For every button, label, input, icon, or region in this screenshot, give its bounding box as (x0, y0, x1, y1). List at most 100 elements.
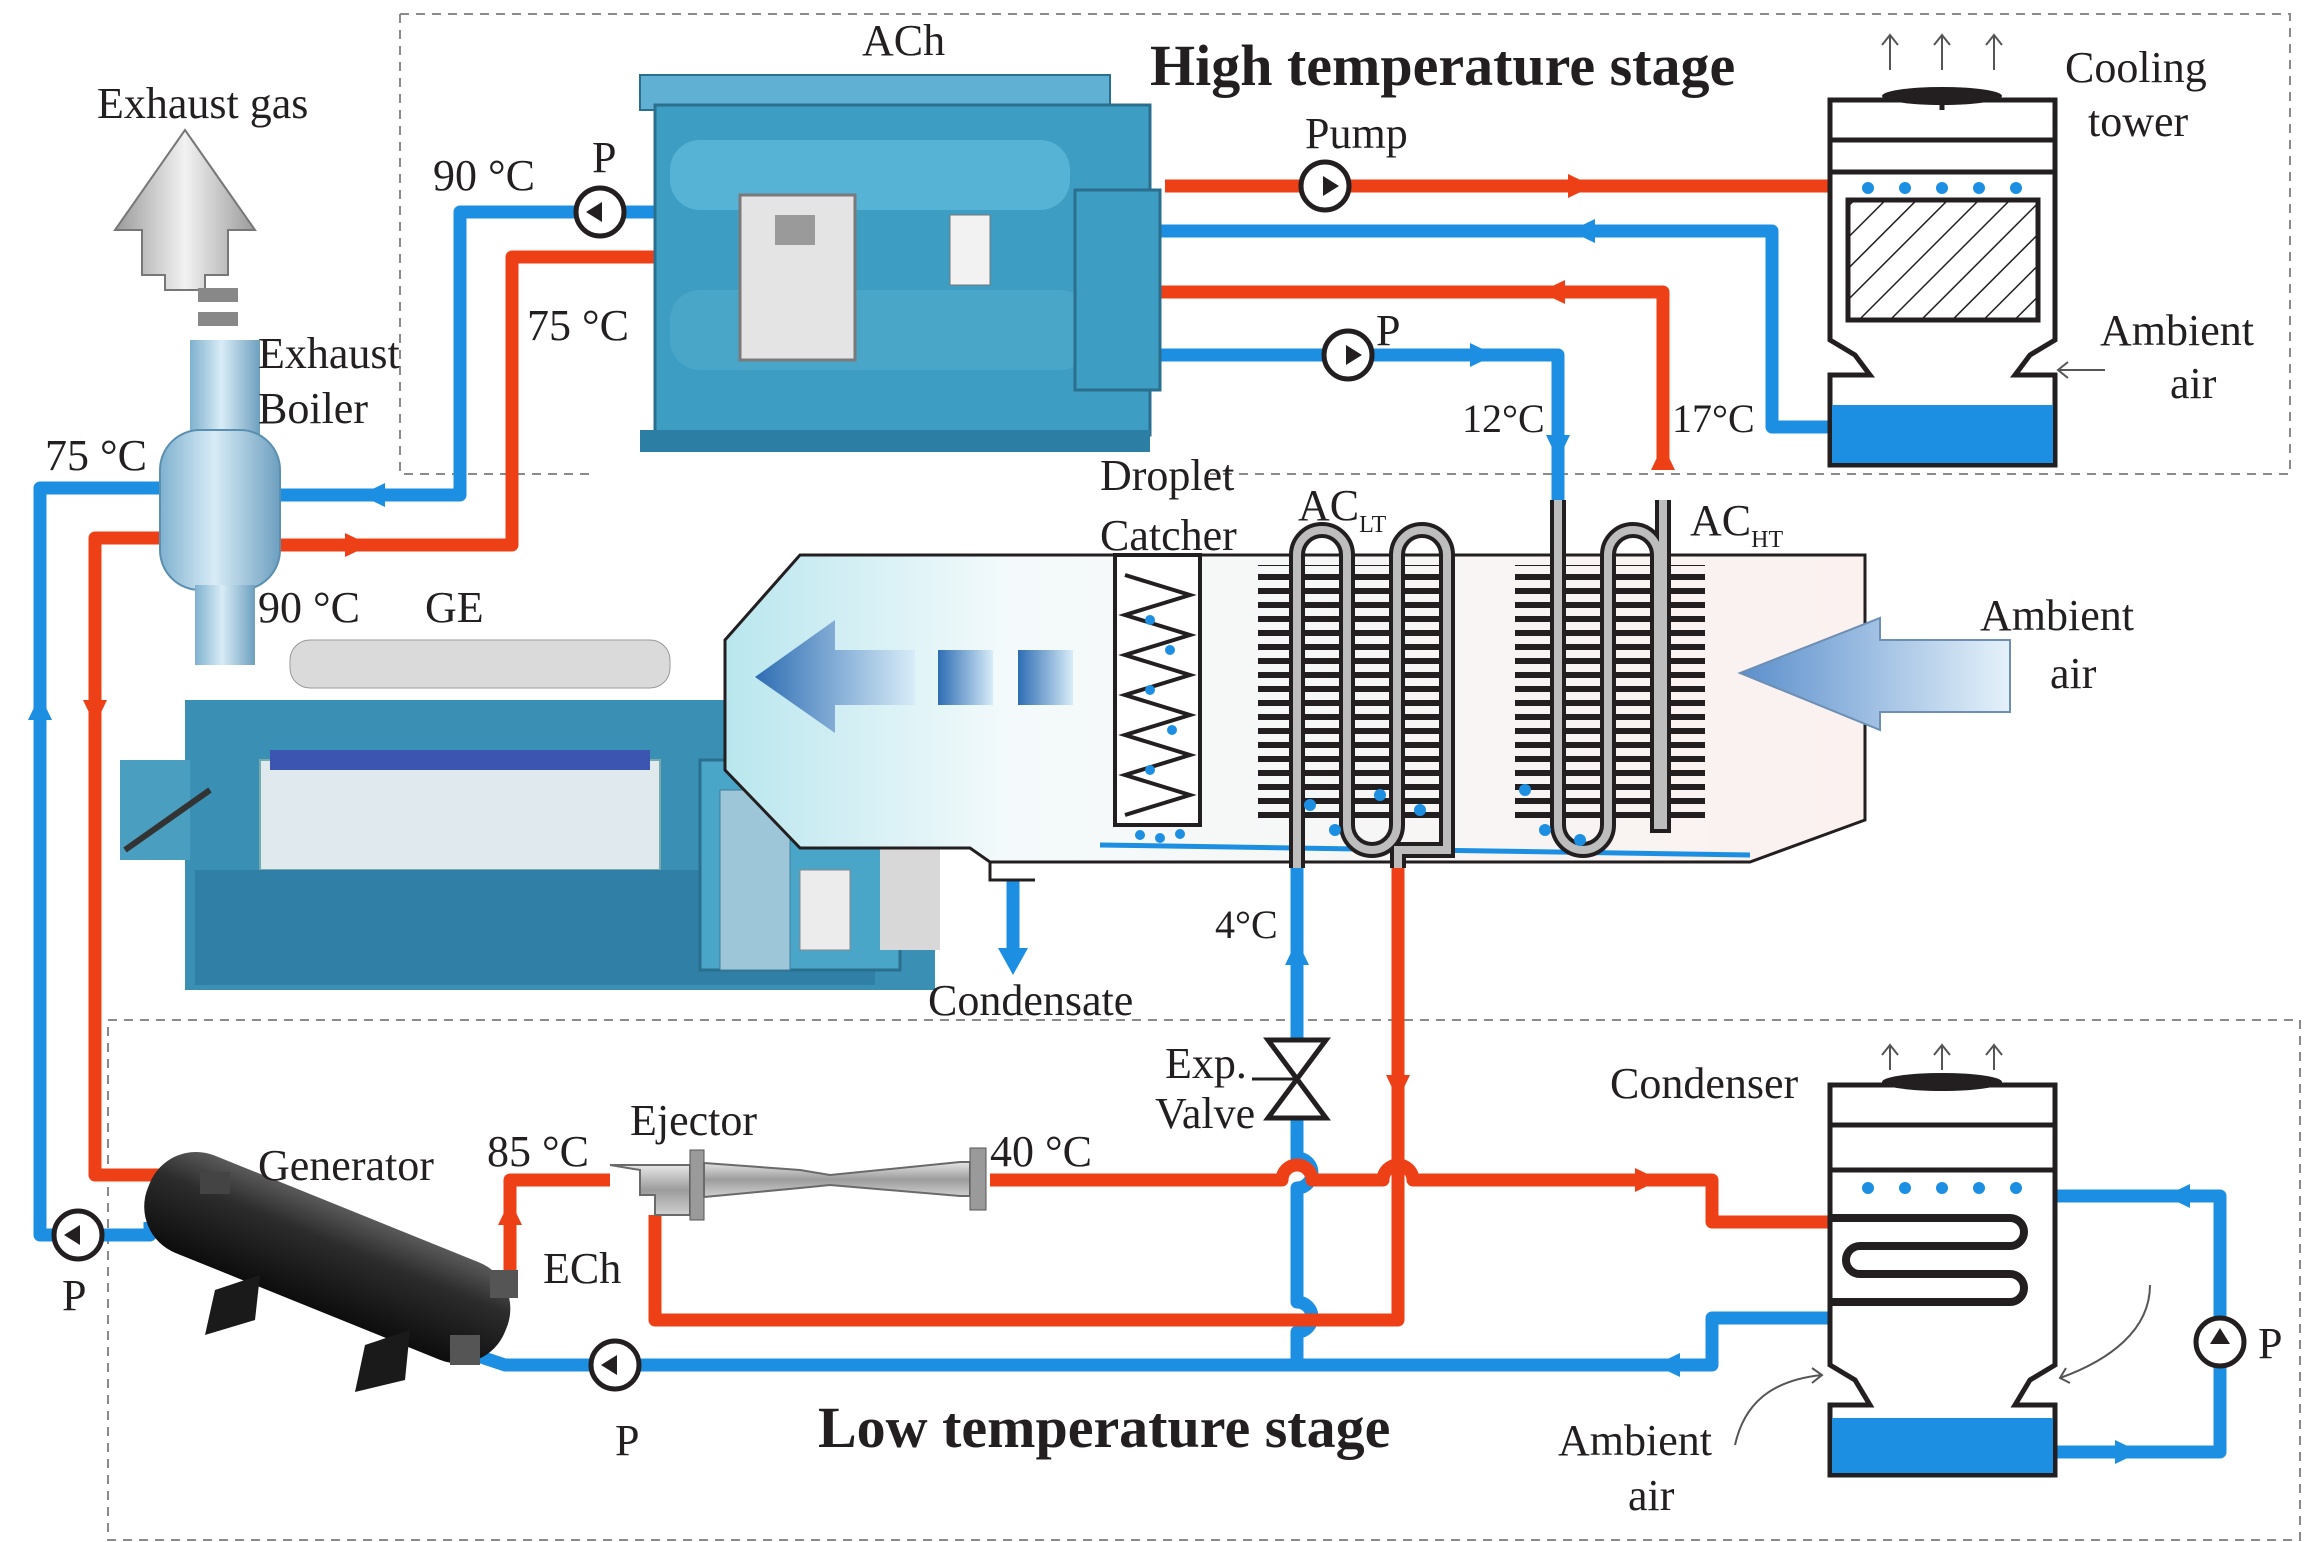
condenser-unit (1827, 1073, 2058, 1478)
duct-flow-arrow (755, 620, 915, 733)
ejector-flange-right (969, 1147, 987, 1211)
tower-exhaust-arrow-2 (1933, 33, 1951, 70)
arrow-up-left (28, 695, 52, 720)
temp-12c: 12°C (1462, 396, 1545, 441)
ge-control-box (799, 869, 851, 951)
tower-drop-1 (1862, 182, 1874, 194)
arrow-right-pumploop (2115, 1440, 2140, 1464)
condenser-exhaust-arrow-1 (1881, 1043, 1899, 1070)
generator-shell (144, 1151, 511, 1364)
exhaust-boiler-label-2: Boiler (258, 384, 368, 433)
ac-lt-label-main: AC (1298, 481, 1359, 530)
pump-ach-boiler (573, 185, 627, 239)
condenser-drop-5 (2010, 1182, 2022, 1194)
tower-drop-2 (1899, 182, 1911, 194)
absorption-chiller (639, 74, 1162, 452)
ge-exhaust-manifold (289, 639, 671, 689)
generator-nozzle-right-top (490, 1270, 518, 1298)
temp-75c-boiler-right: 75 °C (527, 301, 629, 350)
condenser-drop-3 (1936, 1182, 1948, 1194)
tower-ambient-label-1: Ambient (2100, 306, 2254, 355)
ac-ht-tube-inner (1554, 500, 1667, 854)
catcher-drop-2 (1165, 645, 1175, 655)
arrow-down-condensate (998, 948, 1028, 975)
droplet-catcher-drops (1135, 615, 1185, 843)
condenser-label: Condenser (1610, 1059, 1799, 1108)
tower-water-basin (1832, 405, 2053, 463)
arrow-left-condenser (1655, 1353, 1680, 1377)
cold-pipe-outer-return (33, 481, 175, 1242)
condenser-air-arrow-left (1734, 1367, 1824, 1446)
arrow-up-17c (1651, 445, 1675, 470)
duct-ambient-label-2: air (2050, 649, 2097, 698)
condensate-label: Condensate (928, 976, 1133, 1025)
ejector-label: Ejector (630, 1096, 757, 1145)
droplet-catcher (1113, 553, 1202, 843)
tower-drop-5 (2010, 182, 2022, 194)
temp-40c: 40 °C (990, 1127, 1092, 1176)
condenser-coil (1830, 1214, 2028, 1306)
arrow-up-4c (1285, 940, 1309, 965)
condenser-drop-1 (1862, 1182, 1874, 1194)
hot-pipe-outer-supply (88, 531, 210, 1182)
hot-pipe-generator-to-ejector (503, 1173, 610, 1280)
catcher-drop-5 (1145, 765, 1155, 775)
ambient-air-inlet-arrow (1737, 616, 2011, 732)
arrow-right-acht (1470, 343, 1495, 367)
droplet-catcher-frame (1113, 553, 1202, 827)
tower-spray-drops (1862, 182, 2022, 194)
hot-pipe-ejector-to-condenser (990, 1158, 1830, 1229)
tower-drop-4 (1973, 182, 1985, 194)
ac-lt-label-sub: LT (1359, 512, 1386, 538)
exhaust-boiler-label-1: Exhaust (258, 329, 400, 378)
ge-block (259, 759, 661, 871)
pump-acht (1321, 328, 1375, 382)
condenser-outline (1827, 1082, 2058, 1478)
pump-p-label-4: P (615, 1416, 639, 1465)
ac-ht-drops (1519, 784, 1586, 846)
exhaust-stack (113, 128, 257, 326)
hot-pipe-ach-to-boiler (275, 250, 660, 552)
generator-label: Generator (258, 1141, 434, 1190)
cold-pipe-condenser-pump-loop (2045, 1189, 2227, 1459)
pump-p-label-3: P (62, 1271, 86, 1320)
catcher-drop-4 (1167, 725, 1177, 735)
pump-p-label-5: P (2258, 1319, 2282, 1368)
hot-pipe-acht-to-ach (1150, 285, 1670, 460)
pump-generator-return (588, 1338, 642, 1392)
duct-ambient-label-1: Ambient (1980, 591, 2134, 640)
temp-90c-ge: 90 °C (258, 583, 360, 632)
duct-flow-dash-1 (938, 650, 993, 705)
ejector (609, 1147, 987, 1221)
arrow-right-condenser (1635, 1168, 1660, 1192)
tower-ambient-label-2: air (2170, 359, 2217, 408)
exp-valve-label-1: Exp. (1165, 1039, 1247, 1088)
catcher-drop-1 (1145, 615, 1155, 625)
tower-air-inlet-arrow (2056, 361, 2105, 379)
cooling-tower (1827, 87, 2058, 468)
pump-tower (1298, 159, 1352, 213)
arrow-left-boiler (360, 483, 385, 507)
pumps (51, 159, 2247, 1392)
generator-foot-right (355, 1330, 410, 1392)
catcher-drop-8 (1175, 829, 1185, 839)
labels: High temperature stage Low temperature s… (45, 16, 2282, 1520)
exhaust-gas-label: Exhaust gas (97, 79, 308, 128)
generator-foot-left (205, 1275, 260, 1335)
gas-engine (120, 639, 940, 990)
ge-label: GE (425, 583, 484, 632)
ac-ht-label-main: AC (1690, 496, 1751, 545)
condenser-drop-2 (1899, 1182, 1911, 1194)
exhaust-stack-ring2 (198, 312, 238, 326)
arrow-down-12c (1546, 435, 1570, 460)
acht-drop-1 (1519, 784, 1531, 796)
tower-drop-3 (1936, 182, 1948, 194)
cold-pipe-condenser-to-generator (457, 1311, 1830, 1372)
tower-exhaust-arrow-1 (1881, 33, 1899, 70)
condenser-spray-drops (1862, 1182, 2022, 1194)
condenser-fan (1882, 1073, 2002, 1091)
droplet-catcher-blades (1118, 573, 1197, 817)
cooling-tower-label-1: Cooling (2065, 43, 2207, 92)
ac-lt-tube-inner (1293, 526, 1451, 868)
condenser-ambient-label-2: air (1628, 1471, 1675, 1520)
